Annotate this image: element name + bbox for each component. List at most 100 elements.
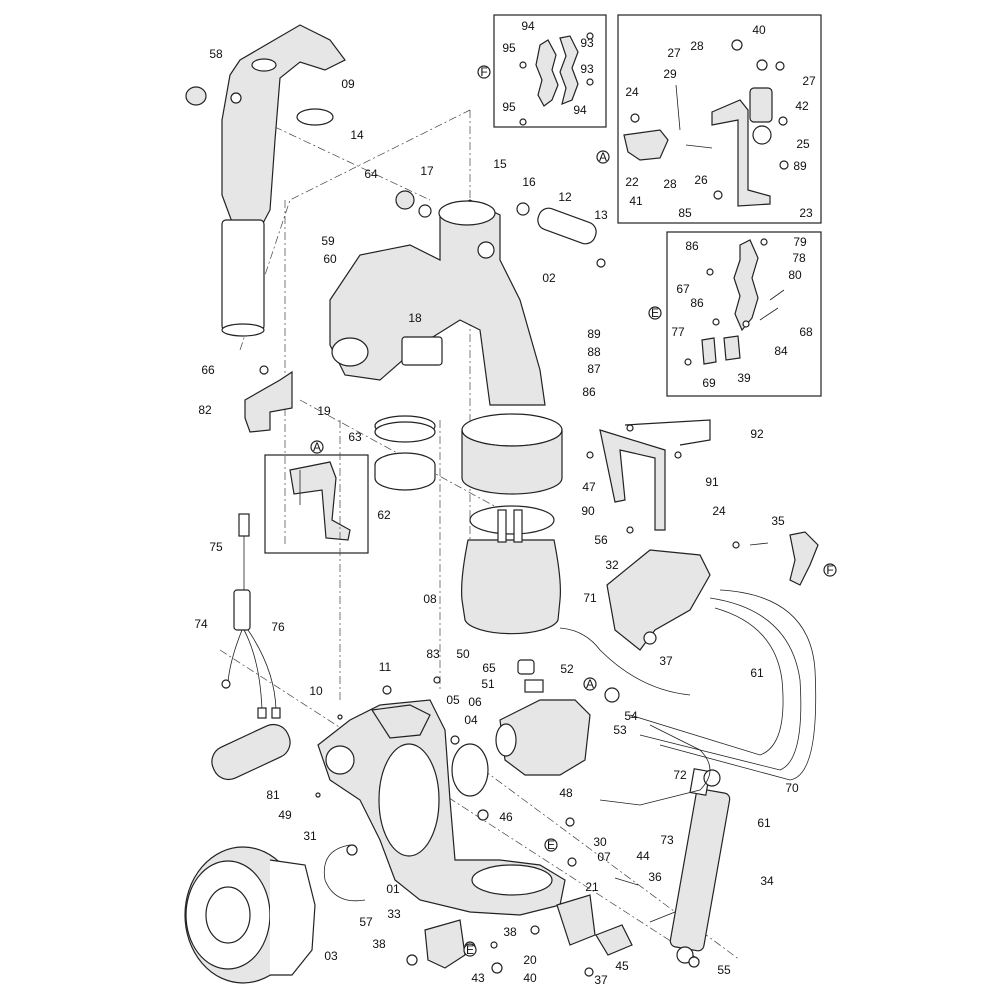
callout-label: 57 xyxy=(359,915,373,929)
callout-label: 55 xyxy=(717,963,731,977)
callout-label: 95 xyxy=(502,100,516,114)
callout-label: 30 xyxy=(593,835,607,849)
callout-label: 43 xyxy=(471,971,485,985)
callout-label: 52 xyxy=(560,662,574,676)
callout-label: 89 xyxy=(793,159,807,173)
callout-label: 03 xyxy=(324,949,338,963)
callout-label: 78 xyxy=(792,251,806,265)
callout-label: 88 xyxy=(587,345,601,359)
callout-label: 86 xyxy=(685,239,699,253)
callout-label: 24 xyxy=(625,85,639,99)
callout-label: 37 xyxy=(594,973,608,987)
callout-label: 01 xyxy=(386,882,400,896)
callout-label: 65 xyxy=(482,661,496,675)
callout-label: 56 xyxy=(594,533,608,547)
detail-marker-b-bottom: E xyxy=(463,943,477,957)
callout-label: 08 xyxy=(423,592,437,606)
bracket-91 xyxy=(586,419,711,534)
detail-marker-label: A xyxy=(586,677,594,691)
callout-label: 51 xyxy=(481,677,495,691)
callout-label: 95 xyxy=(502,41,516,55)
callout-label: 19 xyxy=(317,404,331,418)
callout-label: 29 xyxy=(663,67,677,81)
callout-label: 38 xyxy=(503,925,517,939)
cap-58 xyxy=(185,86,207,106)
callout-label: 77 xyxy=(671,325,685,339)
hub-03 xyxy=(184,846,316,984)
detail-box-e xyxy=(666,231,822,397)
callout-label: 16 xyxy=(522,175,536,189)
callout-label: 32 xyxy=(605,558,619,572)
callout-label: 36 xyxy=(648,870,662,884)
mount-plate-32-56 xyxy=(606,549,711,651)
callout-label: 87 xyxy=(587,362,601,376)
callout-label: 80 xyxy=(788,268,802,282)
callout-label: 44 xyxy=(636,849,650,863)
callout-label: 48 xyxy=(559,786,573,800)
callout-label: 10 xyxy=(309,684,323,698)
callout-label: 28 xyxy=(690,39,704,53)
callout-label: 11 xyxy=(379,660,392,674)
callout-label: 73 xyxy=(660,833,674,847)
callout-label: 47 xyxy=(582,480,596,494)
detail-marker-a-hose: A xyxy=(583,677,597,691)
callout-label: 94 xyxy=(521,19,535,33)
callout-label: 12 xyxy=(558,190,572,204)
callout-label: 50 xyxy=(456,647,470,661)
callout-label: 66 xyxy=(201,363,215,377)
callout-label: 63 xyxy=(348,430,362,444)
callout-label: 06 xyxy=(468,695,482,709)
detail-marker-label: E xyxy=(651,306,659,320)
detail-marker-label: E xyxy=(547,838,555,852)
callout-label: 86 xyxy=(690,296,704,310)
detail-marker-a-inset: A xyxy=(310,440,324,454)
callout-label: 46 xyxy=(499,810,513,824)
callout-label: 54 xyxy=(624,709,638,723)
callout-label: 39 xyxy=(737,371,751,385)
detail-marker-a-top: A xyxy=(596,150,610,164)
reservoir-08 xyxy=(461,505,561,635)
callout-label: 17 xyxy=(420,164,434,178)
callout-label: 83 xyxy=(426,647,440,661)
bracket-82 xyxy=(244,365,293,433)
detail-box-f xyxy=(493,14,607,128)
callout-label: 93 xyxy=(580,36,594,50)
ring-14 xyxy=(296,108,334,126)
callout-label: 31 xyxy=(303,829,317,843)
harness-74-75-76 xyxy=(221,513,281,719)
callout-label: 22 xyxy=(625,175,639,189)
callout-label: 82 xyxy=(198,403,212,417)
callout-label: 20 xyxy=(523,953,537,967)
callout-label: 61 xyxy=(750,666,764,680)
detail-marker-label: A xyxy=(599,150,607,164)
callout-label: 18 xyxy=(408,311,422,325)
ring-62 xyxy=(374,452,436,491)
callout-label: 05 xyxy=(446,693,460,707)
callout-label: 40 xyxy=(523,971,537,985)
callout-label: 49 xyxy=(278,808,292,822)
callout-label: 02 xyxy=(542,271,556,285)
callout-label: 71 xyxy=(583,591,597,605)
callout-label: 81 xyxy=(266,788,280,802)
callout-label: 72 xyxy=(673,768,687,782)
clamp-ring-63 xyxy=(374,415,436,443)
callout-label: 75 xyxy=(209,540,223,554)
callout-label: 27 xyxy=(802,74,816,88)
callout-label: 64 xyxy=(364,167,378,181)
callout-label: 61 xyxy=(757,816,771,830)
callout-label: 79 xyxy=(793,235,807,249)
callout-label: 53 xyxy=(613,723,627,737)
callout-label: 41 xyxy=(629,194,643,208)
callout-label: 91 xyxy=(705,475,719,489)
callout-label: 34 xyxy=(760,874,774,888)
callout-label: 38 xyxy=(372,937,386,951)
callout-label: 37 xyxy=(659,654,673,668)
callout-label: 07 xyxy=(597,850,611,864)
knuckle-01 xyxy=(317,699,566,916)
cover-47 xyxy=(461,413,563,495)
cylinder-34 xyxy=(669,768,731,968)
seal-04 xyxy=(451,743,489,797)
callout-label: 69 xyxy=(702,376,716,390)
valve-block-06 xyxy=(495,659,591,776)
clamp-e xyxy=(732,531,819,586)
